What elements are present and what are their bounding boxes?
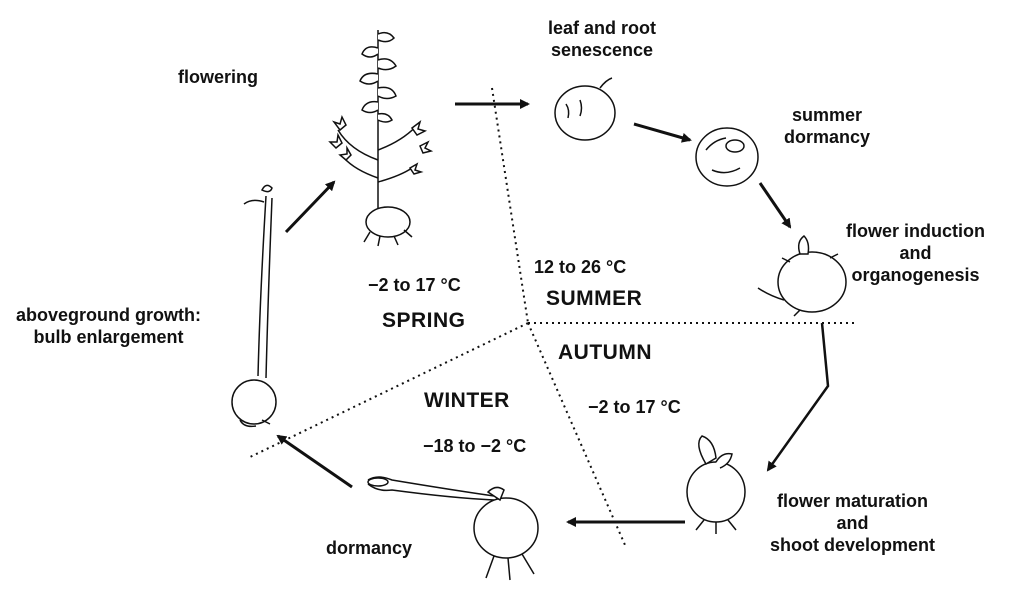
summer-dormancy-bulb-illustration bbox=[695, 127, 759, 187]
aboveground-growth-illustration bbox=[231, 184, 277, 428]
stage-label-line: dormancy bbox=[784, 127, 871, 147]
senescence-bulb-illustration bbox=[554, 77, 616, 141]
divider-autumn-winter bbox=[527, 322, 626, 546]
flower-maturation-bulb-illustration bbox=[686, 435, 746, 534]
cycle-arrows bbox=[276, 99, 830, 527]
stage-label-line: aboveground growth: bbox=[16, 305, 201, 325]
temp-label-autumn: −2 to 17 °C bbox=[588, 397, 681, 417]
stage-label-leaf-root-senescence: leaf and root senescence bbox=[548, 17, 656, 61]
season-dividers bbox=[247, 87, 855, 546]
stage-label-dormancy: dormancy bbox=[326, 538, 413, 558]
stage-label-flower-maturation: flower maturation and shoot development bbox=[770, 490, 935, 556]
flower-induction-bulb-illustration bbox=[757, 235, 847, 317]
stage-label-line: senescence bbox=[550, 40, 654, 60]
arrow-to-aboveground-growth bbox=[276, 434, 353, 489]
stage-label-line: summer bbox=[792, 105, 863, 125]
flowering-plant-illustration bbox=[328, 30, 434, 247]
stage-label-line: and bbox=[899, 243, 932, 263]
arrow-to-flower-maturation bbox=[766, 322, 830, 472]
stage-label-line: bulb enlargement bbox=[33, 327, 184, 347]
season-label-autumn: AUTUMN bbox=[558, 341, 652, 364]
stage-label-aboveground-growth: aboveground growth: bulb enlargement bbox=[16, 304, 201, 348]
temp-label-spring: −2 to 17 °C bbox=[368, 275, 461, 295]
arrow-to-summer-dormancy bbox=[633, 122, 692, 143]
stage-label-flowering: flowering bbox=[178, 67, 258, 87]
stage-label-summer-dormancy: summer dormancy bbox=[784, 104, 870, 148]
arrow-to-flower-induction bbox=[758, 182, 792, 229]
stage-label-line: organogenesis bbox=[851, 265, 980, 285]
stage-label-line: flower maturation bbox=[777, 491, 929, 511]
arrow-to-flowering bbox=[284, 180, 336, 234]
stage-label-line: flower induction bbox=[846, 221, 985, 241]
divider-spring-summer bbox=[491, 87, 529, 324]
stage-label-line: leaf and root bbox=[548, 18, 657, 38]
dormancy-bulb-illustration bbox=[367, 476, 539, 581]
temp-label-summer: 12 to 26 °C bbox=[534, 257, 627, 277]
divider-winter-spring bbox=[247, 322, 529, 459]
stage-label-flower-induction: flower induction and organogenesis bbox=[846, 220, 985, 286]
stage-label-line: shoot development bbox=[770, 535, 936, 555]
temp-label-winter: −18 to −2 °C bbox=[423, 436, 527, 456]
stage-label-line: and bbox=[836, 513, 869, 533]
season-label-spring: SPRING bbox=[382, 309, 466, 332]
season-label-summer: SUMMER bbox=[546, 287, 643, 310]
season-label-winter: WINTER bbox=[424, 389, 510, 412]
